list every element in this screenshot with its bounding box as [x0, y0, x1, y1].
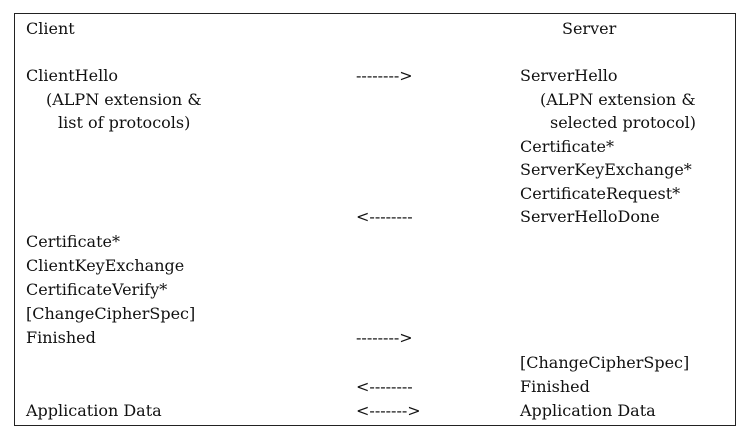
- arrow-to-server-1: -------->: [356, 66, 413, 85]
- server-hello-note-1: (ALPN extension &: [540, 90, 696, 109]
- server-change-cipher-spec: [ChangeCipherSpec]: [520, 353, 690, 372]
- arrow-to-client-1: <--------: [356, 207, 413, 226]
- client-change-cipher-spec: [ChangeCipherSpec]: [26, 304, 196, 323]
- server-hello-note-2: selected protocol): [550, 113, 696, 132]
- client-certificate-verify: CertificateVerify*: [26, 280, 168, 299]
- client-hello-note-2: list of protocols): [58, 113, 191, 132]
- server-finished: Finished: [520, 377, 590, 396]
- arrow-to-client-2: <--------: [356, 377, 413, 396]
- server-key-exchange: ServerKeyExchange*: [520, 160, 692, 179]
- arrow-bidirectional: <------->: [356, 401, 421, 420]
- client-finished: Finished: [26, 328, 96, 347]
- server-hello-done: ServerHelloDone: [520, 207, 660, 226]
- client-application-data: Application Data: [26, 401, 162, 420]
- server-certificate: Certificate*: [520, 137, 614, 156]
- client-key-exchange: ClientKeyExchange: [26, 256, 185, 275]
- server-certificate-request: CertificateRequest*: [520, 184, 681, 203]
- arrow-to-server-2: -------->: [356, 328, 413, 347]
- client-certificate: Certificate*: [26, 232, 120, 251]
- client-hello-note-1: (ALPN extension &: [46, 90, 202, 109]
- server-hello: ServerHello: [520, 66, 618, 85]
- client-hello: ClientHello: [26, 66, 118, 85]
- server-application-data: Application Data: [520, 401, 656, 420]
- client-header: Client: [26, 19, 75, 38]
- server-header: Server: [562, 19, 617, 38]
- diagram-frame: [14, 13, 736, 426]
